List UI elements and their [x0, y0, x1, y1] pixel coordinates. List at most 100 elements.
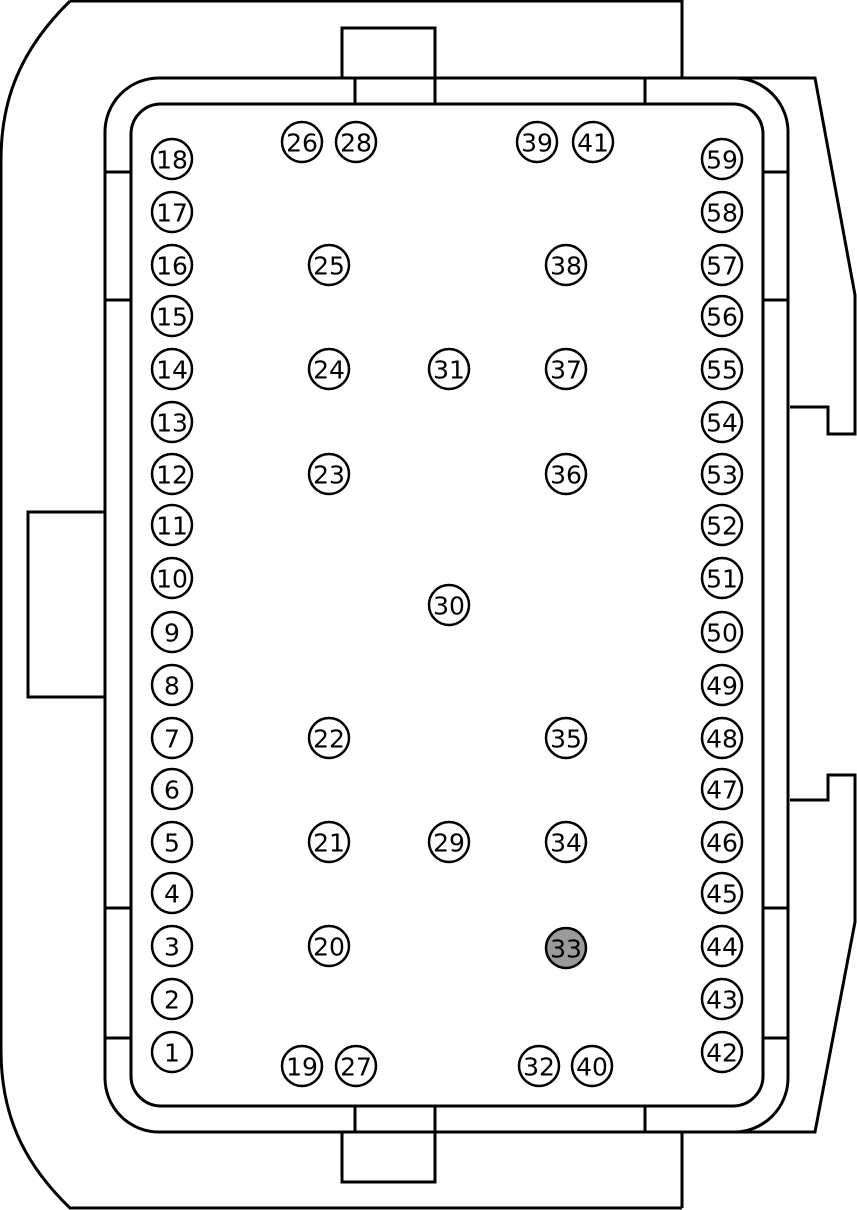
pin-25: 25	[307, 243, 351, 287]
pin-circle	[700, 977, 744, 1021]
pin-circle	[150, 1030, 194, 1074]
connector-face-inner	[129, 102, 765, 1108]
pin-label: 35	[550, 725, 582, 754]
pin-6: 6	[150, 767, 194, 811]
pin-circle	[544, 347, 588, 391]
pin-34: 34	[544, 820, 588, 864]
pin-label: 19	[286, 1053, 318, 1082]
pin-circle	[515, 120, 559, 164]
pin-circle	[700, 663, 744, 707]
pin-circle	[700, 871, 744, 915]
pin-39: 39	[515, 120, 559, 164]
pin-circle	[307, 452, 351, 496]
pin-label: 49	[706, 672, 738, 701]
pin-circle	[700, 347, 744, 391]
pin-16: 16	[150, 243, 194, 287]
pin-17: 17	[150, 190, 194, 234]
pin-label: 45	[706, 880, 738, 909]
pin-circle	[150, 190, 194, 234]
pin-19: 19	[280, 1044, 324, 1088]
pin-44: 44	[700, 924, 744, 968]
pin-15: 15	[150, 294, 194, 338]
pin-label: 27	[340, 1053, 372, 1082]
pin-53: 53	[700, 452, 744, 496]
pin-label: 4	[164, 880, 180, 909]
pin-circle	[307, 716, 351, 760]
pin-49: 49	[700, 663, 744, 707]
pin-label: 59	[706, 146, 738, 175]
pin-32: 32	[517, 1044, 561, 1088]
pin-circle	[517, 1044, 561, 1088]
pin-circle	[700, 1030, 744, 1074]
pin-label: 36	[550, 461, 582, 490]
pin-label: 41	[577, 129, 609, 158]
pin-circle	[700, 767, 744, 811]
pin-37: 37	[544, 347, 588, 391]
pin-label: 50	[706, 619, 738, 648]
pin-label: 55	[706, 356, 738, 385]
pin-label: 53	[706, 461, 738, 490]
pin-circle	[150, 137, 194, 181]
pin-45: 45	[700, 871, 744, 915]
pin-label: 44	[706, 933, 738, 962]
pin-50: 50	[700, 610, 744, 654]
pin-circle	[700, 190, 744, 234]
pin-circle	[150, 716, 194, 760]
pin-58: 58	[700, 190, 744, 234]
pin-circle	[150, 663, 194, 707]
pin-label: 34	[550, 829, 582, 858]
pin-28: 28	[334, 120, 378, 164]
pin-circle	[700, 243, 744, 287]
pin-circle	[150, 871, 194, 915]
pin-circle	[150, 767, 194, 811]
pin-label: 39	[521, 129, 553, 158]
pin-circle	[307, 347, 351, 391]
pin-circle	[150, 400, 194, 444]
frame-side-ribs	[105, 170, 788, 1040]
pin-label: 51	[706, 565, 738, 594]
pin-59: 59	[700, 137, 744, 181]
pin-circle	[150, 452, 194, 496]
connector-frame-outer	[103, 76, 790, 1134]
pin-10: 10	[150, 556, 194, 600]
pin-label: 42	[706, 1039, 738, 1068]
pin-label: 12	[156, 461, 188, 490]
pin-label: 31	[433, 356, 465, 385]
pin-23: 23	[307, 452, 351, 496]
pin-circle	[280, 1044, 324, 1088]
pin-circle	[150, 977, 194, 1021]
pin-55: 55	[700, 347, 744, 391]
pin-circle	[544, 820, 588, 864]
pin-label: 18	[156, 146, 188, 175]
pin-circle	[150, 503, 194, 547]
pin-circle	[700, 610, 744, 654]
pin-7: 7	[150, 716, 194, 760]
pin-22: 22	[307, 716, 351, 760]
pin-circle	[700, 716, 744, 760]
pin-51: 51	[700, 556, 744, 600]
pin-circle	[544, 243, 588, 287]
pin-56: 56	[700, 294, 744, 338]
pin-circle	[150, 294, 194, 338]
pin-label: 14	[156, 356, 188, 385]
pin-29: 29	[427, 820, 471, 864]
pin-label: 58	[706, 199, 738, 228]
pin-24: 24	[307, 347, 351, 391]
pin-5: 5	[150, 820, 194, 864]
pin-label: 6	[164, 776, 180, 805]
pin-label: 40	[576, 1053, 608, 1082]
pin-circle	[570, 1044, 614, 1088]
pin-12: 12	[150, 452, 194, 496]
pin-circle	[150, 556, 194, 600]
pin-4: 4	[150, 871, 194, 915]
pin-label: 17	[156, 199, 188, 228]
pin-54: 54	[700, 400, 744, 444]
pin-label: 33	[550, 935, 582, 964]
pin-circle	[334, 120, 378, 164]
pin-18: 18	[150, 137, 194, 181]
pin-circle	[427, 347, 471, 391]
pin-33: 33	[544, 926, 588, 970]
pin-label: 2	[164, 986, 180, 1015]
pin-label: 43	[706, 986, 738, 1015]
